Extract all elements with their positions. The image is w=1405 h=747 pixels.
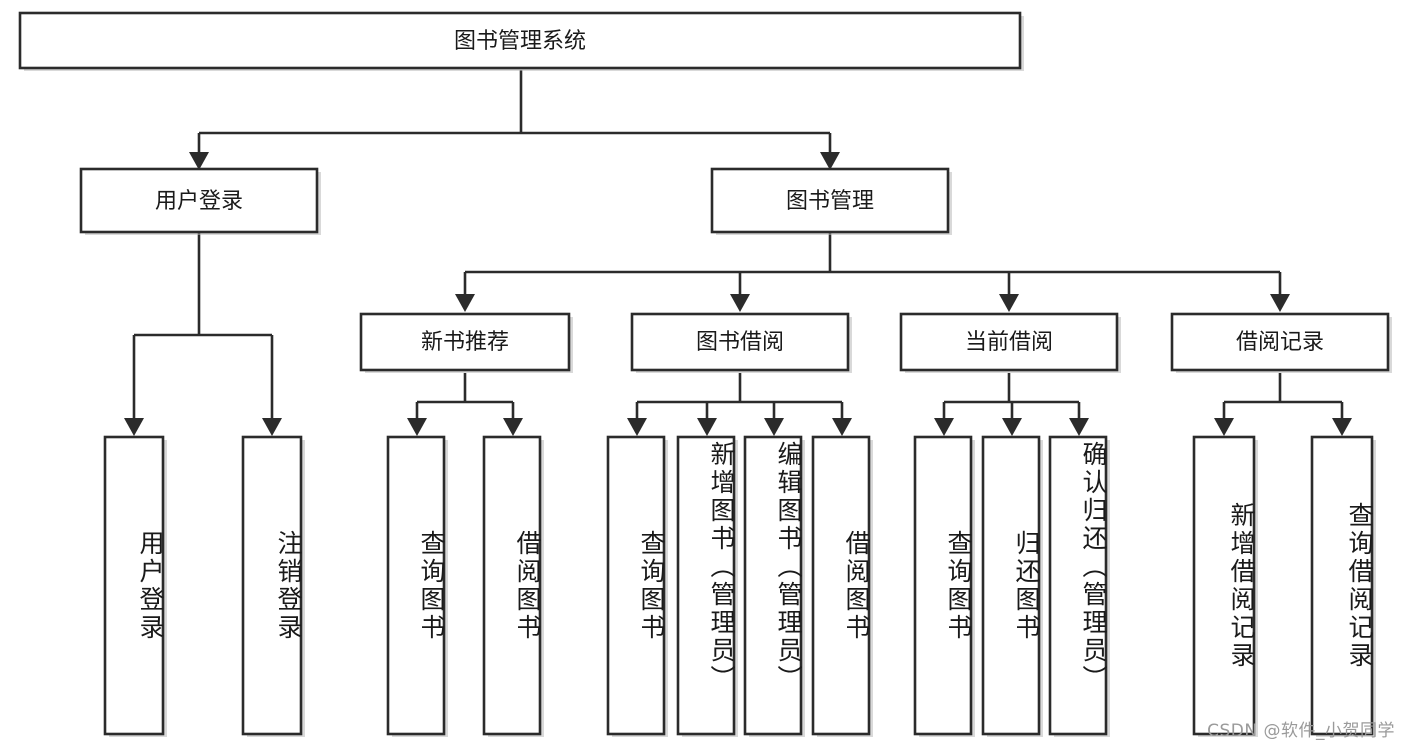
arrow-currentborrow-leaf-3 xyxy=(1069,418,1089,436)
leaf-user-login-2-box xyxy=(241,435,303,736)
arrow-borrowrecord-leaf-2 xyxy=(1332,418,1352,436)
arrow-bookborrow-leaf-3 xyxy=(764,418,784,436)
node-root[interactable]: 图书管理系统 xyxy=(18,11,1024,71)
arrow-currentborrow-leaf-1 xyxy=(934,418,954,436)
node-root-label: 图书管理系统 xyxy=(454,29,586,54)
node-book-borrow[interactable]: 图书借阅 xyxy=(630,312,852,373)
leaf-book-borrow-4[interactable] xyxy=(811,435,873,737)
leaf-current-borrow-2-box xyxy=(981,435,1041,736)
leaf-borrow-record-1[interactable] xyxy=(1192,435,1258,737)
node-borrow-record-label: 借阅记录 xyxy=(1236,330,1324,355)
leaf-new-book-1-box xyxy=(386,435,446,736)
node-borrow-record-box xyxy=(1170,312,1390,372)
leaf-book-borrow-3[interactable] xyxy=(743,435,805,737)
leaf-borrow-record-2-box xyxy=(1310,435,1374,736)
leaf-new-book-1[interactable] xyxy=(386,435,448,737)
leaf-borrow-record-1-box xyxy=(1192,435,1256,736)
arrow-bm-to-currentborrow xyxy=(999,294,1019,312)
arrow-bm-to-bookborrow xyxy=(730,294,750,312)
arrow-newbook-leaf-2 xyxy=(503,418,523,436)
node-new-book-recommend-label: 新书推荐 xyxy=(421,330,509,355)
arrow-user-login-leaf-2 xyxy=(262,418,282,436)
leaf-user-login-1[interactable] xyxy=(103,435,167,737)
leaf-user-login-1-box xyxy=(103,435,165,736)
node-book-borrow-label: 图书借阅 xyxy=(696,330,784,355)
leaf-new-book-2-box xyxy=(482,435,542,736)
node-current-borrow-box xyxy=(899,312,1119,372)
arrow-bookborrow-leaf-4 xyxy=(832,418,852,436)
node-user-login-label: 用户登录 xyxy=(155,189,243,214)
node-root-box xyxy=(18,11,1022,70)
leaf-current-borrow-1[interactable] xyxy=(913,435,975,737)
leaf-new-book-2[interactable] xyxy=(482,435,544,737)
arrow-currentborrow-leaf-2 xyxy=(1002,418,1022,436)
arrow-user-login-leaf-1 xyxy=(124,418,144,436)
arrow-bm-to-borrowrecord xyxy=(1270,294,1290,312)
arrow-borrowrecord-leaf-1 xyxy=(1214,418,1234,436)
leaf-current-borrow-1-box xyxy=(913,435,973,736)
leaf-book-borrow-2-box xyxy=(676,435,736,736)
leaf-current-borrow-2[interactable] xyxy=(981,435,1043,737)
leaf-current-borrow-3-box xyxy=(1048,435,1108,736)
arrow-bm-to-newbook xyxy=(455,294,475,312)
arrow-bookborrow-leaf-2 xyxy=(697,418,717,436)
node-book-manage[interactable]: 图书管理 xyxy=(710,167,952,235)
leaf-current-borrow-3[interactable] xyxy=(1048,435,1110,737)
leaf-book-borrow-2[interactable] xyxy=(676,435,738,737)
node-new-book-recommend-box xyxy=(359,312,571,372)
connector-layer xyxy=(124,70,1352,436)
node-borrow-record[interactable]: 借阅记录 xyxy=(1170,312,1392,373)
arrow-newbook-leaf-1 xyxy=(407,418,427,436)
leaf-user-login-2[interactable] xyxy=(241,435,305,737)
arrow-root-to-user-login xyxy=(189,152,209,170)
node-user-login[interactable]: 用户登录 xyxy=(79,167,321,235)
node-new-book-recommend[interactable]: 新书推荐 xyxy=(359,312,573,373)
node-current-borrow[interactable]: 当前借阅 xyxy=(899,312,1121,373)
leaf-book-borrow-3-box xyxy=(743,435,803,736)
csdn-watermark: CSDN @软件_小贺同学 xyxy=(1207,721,1395,741)
node-book-borrow-box xyxy=(630,312,850,372)
leaf-book-borrow-4-box xyxy=(811,435,871,736)
arrow-root-to-book-manage xyxy=(820,152,840,170)
node-book-manage-label: 图书管理 xyxy=(786,189,874,214)
node-user-login-box xyxy=(79,167,319,234)
leaf-book-borrow-1-box xyxy=(606,435,666,736)
arrow-bookborrow-leaf-1 xyxy=(627,418,647,436)
node-book-manage-box xyxy=(710,167,950,234)
leaf-book-borrow-1[interactable] xyxy=(606,435,668,737)
node-current-borrow-label: 当前借阅 xyxy=(965,330,1053,355)
leaf-borrow-record-2[interactable] xyxy=(1310,435,1376,737)
